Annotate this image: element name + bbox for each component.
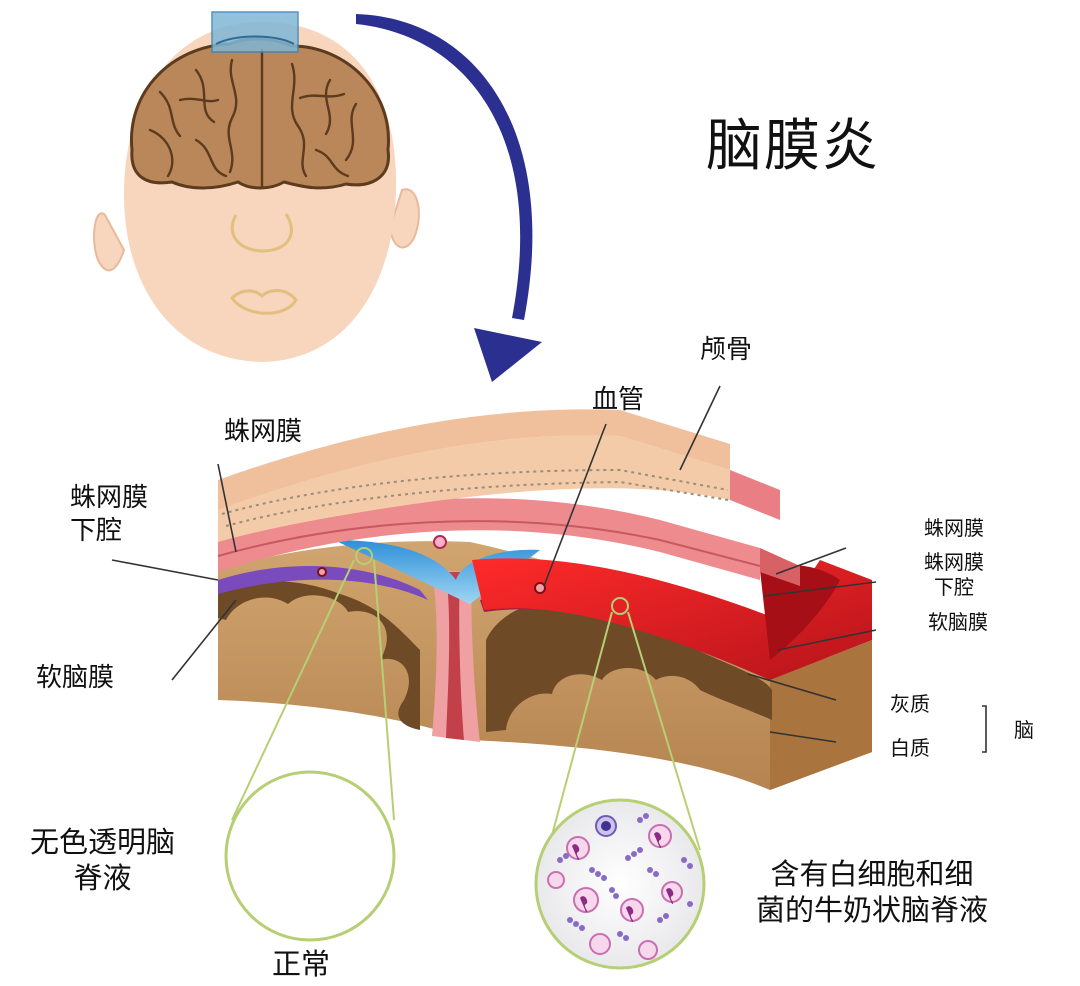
label-arachnoid-left: 蛛网膜 [224, 416, 302, 449]
page-title: 脑膜炎 [706, 112, 880, 182]
label-subarachnoid-left: 蛛网膜 下腔 [70, 482, 148, 547]
label-normal: 正常 [272, 946, 330, 982]
label-infected-csf: 含有白细胞和细 菌的牛奶状脑脊液 [756, 856, 988, 929]
label-white-matter: 白质 [890, 736, 930, 761]
label-normal-csf: 无色透明脑 脊液 [30, 824, 175, 897]
label-gray-matter: 灰质 [890, 692, 930, 717]
label-blood-vessel: 血管 [592, 384, 644, 417]
label-skull: 颅骨 [700, 334, 752, 367]
label-pia-left: 软脑膜 [36, 662, 114, 695]
label-arachnoid-right: 蛛网膜 [924, 516, 984, 541]
brain-icon [131, 12, 388, 188]
label-pia-right: 软脑膜 [928, 610, 988, 635]
label-subarachnoid-right: 蛛网膜 下腔 [924, 550, 984, 600]
label-brain: 脑 [1014, 718, 1034, 743]
